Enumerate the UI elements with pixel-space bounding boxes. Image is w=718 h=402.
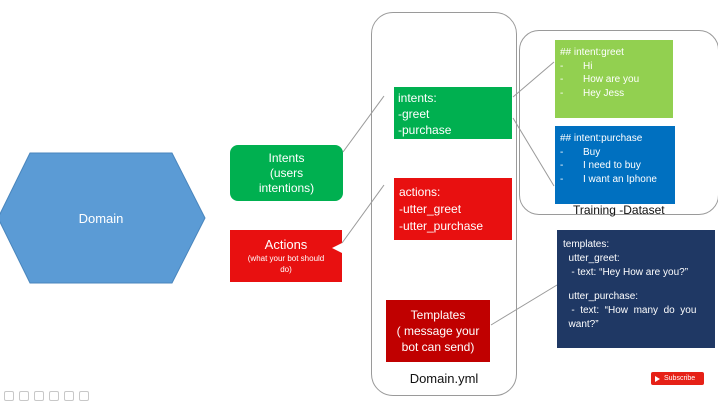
toolbar-icon[interactable] <box>79 390 89 401</box>
actions-node-subtitle: do) <box>280 265 292 274</box>
templates-node-line: Templates <box>410 308 466 322</box>
intents-node-line: intentions) <box>258 180 315 195</box>
domain-yml-label: Domain.yml <box>409 370 479 386</box>
yml-actions-box: actions: -utter_greet -utter_purchase <box>394 178 512 240</box>
templates-code-line: - text: “Hey How are you?” <box>563 267 689 278</box>
purchase-item: -Buy <box>560 146 601 158</box>
presentation-toolbar <box>0 389 160 402</box>
toolbar-icon[interactable] <box>19 390 29 401</box>
actions-node-title: Actions <box>264 237 308 252</box>
templates-node-line: bot can send) <box>401 340 475 354</box>
greet-item: -Hi <box>560 60 593 72</box>
purchase-item: -I need to buy <box>560 160 641 171</box>
intents-node: Intents (users intentions) <box>230 145 343 201</box>
subscribe-button[interactable]: Subscribe <box>651 372 704 385</box>
toolbar-icon[interactable] <box>34 390 44 401</box>
purchase-examples-box: ## intent:purchase -Buy -I need to buy -… <box>555 126 675 204</box>
intents-node-line: Intents <box>268 150 305 165</box>
yml-intents-line: intents: <box>398 91 437 105</box>
actions-shape <box>230 230 342 282</box>
templates-code-line: utter_greet: <box>563 253 620 264</box>
connector-templates-navy <box>490 284 558 326</box>
connector-intents-yml <box>342 95 385 153</box>
actions-node: Actions (what your bot should do) <box>230 234 342 278</box>
domain-yml-container <box>371 12 517 396</box>
toolbar-icon[interactable] <box>4 390 14 401</box>
templates-code-line <box>563 280 709 290</box>
yml-intents-line: -purchase <box>398 123 452 137</box>
yml-intents-line: -greet <box>398 107 430 121</box>
yml-actions-line: -utter_purchase <box>399 219 484 233</box>
templates-code-line: want?” <box>563 319 599 330</box>
templates-code-line: - text: “How many do you <box>563 305 697 316</box>
actions-node-subtitle: (what your bot should <box>247 254 325 263</box>
subscribe-label: Subscribe <box>664 375 696 382</box>
templates-node-line: ( message your <box>396 324 480 338</box>
training-dataset-container <box>519 30 718 215</box>
purchase-item: -I want an Iphone <box>560 173 657 185</box>
subscribe-play-icon <box>655 375 660 382</box>
greet-item: -Hey Jess <box>560 87 625 99</box>
templates-node: Templates ( message your bot can send) <box>386 300 490 362</box>
purchase-header: ## intent:purchase <box>560 133 643 144</box>
connector-actions-yml <box>341 184 385 244</box>
training-dataset-label: Training -Dataset <box>573 203 665 217</box>
greet-examples-box: ## intent:greet -Hi -How are you -Hey Je… <box>555 40 673 118</box>
yml-intents-box: intents: -greet -purchase <box>394 87 512 139</box>
greet-item: -How are you <box>560 74 640 85</box>
domain-label: Domain <box>78 210 124 226</box>
templates-code-line: utter_purchase: <box>563 291 639 302</box>
yml-actions-line: -utter_greet <box>399 202 462 216</box>
templates-code-line: templates: <box>563 239 610 250</box>
yml-actions-line: actions: <box>399 185 441 199</box>
toolbar-icon[interactable] <box>64 390 74 401</box>
templates-code-box: templates: utter_greet: - text: “Hey How… <box>557 230 715 348</box>
greet-header: ## intent:greet <box>560 47 624 58</box>
domain-hexagon <box>0 152 206 284</box>
toolbar-icon[interactable] <box>49 390 59 401</box>
intents-node-line: (users <box>269 165 304 180</box>
